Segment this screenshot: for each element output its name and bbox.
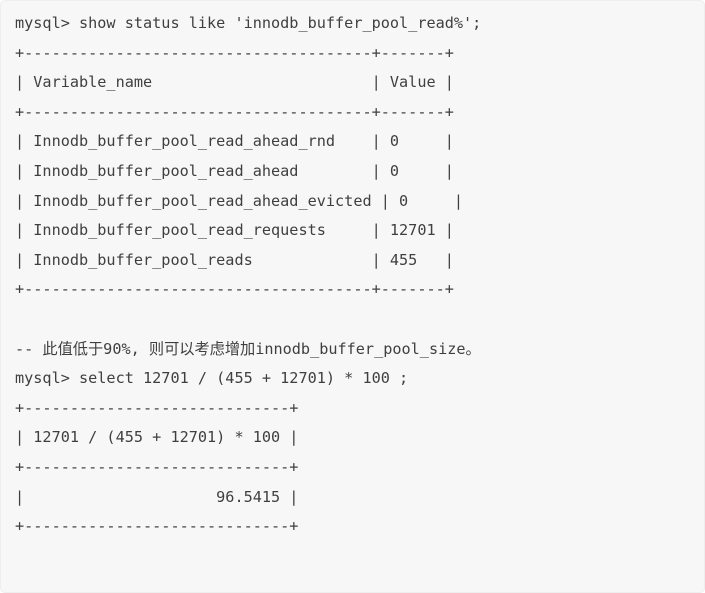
table2-header-separator: +-----------------------------+ [15, 457, 299, 476]
table1-row-2: | Innodb_buffer_pool_read_ahead | 0 | [15, 161, 454, 180]
table1-row-4: | Innodb_buffer_pool_read_requests | 127… [15, 221, 454, 240]
sql-comment-line: -- 此值低于90%, 则可以考虑增加innodb_buffer_pool_si… [15, 339, 481, 358]
table1-header-row: | Variable_name | Value | [15, 73, 454, 92]
table1-row-5: | Innodb_buffer_pool_reads | 455 | [15, 250, 454, 269]
table2-top-border: +-----------------------------+ [15, 398, 299, 417]
terminal-line-command-2: mysql> select 12701 / (455 + 12701) * 10… [15, 369, 409, 388]
table1-row-3: | Innodb_buffer_pool_read_ahead_evicted … [15, 191, 464, 210]
table2-header-row: | 12701 / (455 + 12701) * 100 | [15, 428, 299, 447]
table2-row-1: | 96.5415 | [15, 487, 299, 506]
table1-header-separator: +--------------------------------------+… [15, 102, 454, 121]
terminal-line-command-1: mysql> show status like 'innodb_buffer_p… [15, 14, 482, 32]
blank-line [15, 305, 704, 335]
table1-row-1: | Innodb_buffer_pool_read_ahead_rnd | 0 … [15, 132, 454, 151]
table2-bottom-border: +-----------------------------+ [15, 517, 299, 536]
table1-bottom-border: +--------------------------------------+… [15, 280, 454, 299]
table1-top-border: +--------------------------------------+… [15, 43, 454, 62]
